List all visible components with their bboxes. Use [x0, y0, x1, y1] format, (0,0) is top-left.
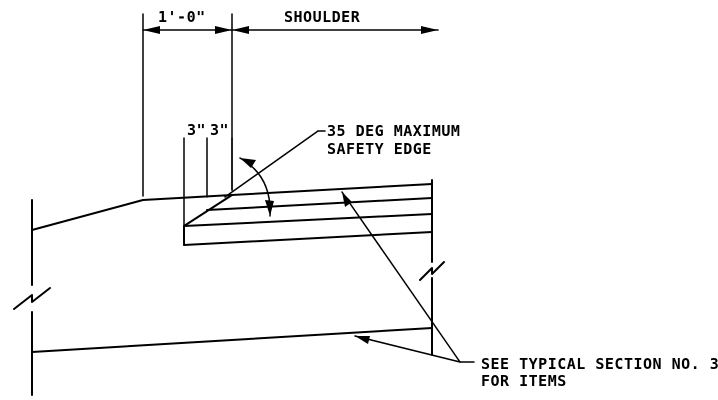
three-inch-left-label: 3"	[187, 121, 206, 139]
arrowhead-left	[143, 26, 160, 34]
arrowhead-right	[421, 26, 438, 34]
pavement-third-line	[183, 213, 433, 227]
existing-surface-line	[31, 194, 233, 231]
safety-edge-note-group: 35 DEG MAXIMUM SAFETY EDGE	[224, 122, 460, 198]
arrowhead-middle-right	[232, 26, 249, 34]
arrowhead-middle-left	[215, 26, 232, 34]
angle-arc-arrow-bottom	[265, 200, 274, 216]
pavement-top-line	[231, 183, 433, 196]
typical-section-arrow-upper	[342, 192, 352, 207]
three-inch-right-label: 3"	[210, 121, 229, 139]
typical-section-note-line2: FOR ITEMS	[481, 372, 567, 390]
typical-section-leader-upper	[341, 191, 461, 363]
typical-section-note-group: SEE TYPICAL SECTION NO. 3 FOR ITEMS	[341, 191, 718, 390]
typical-section-note-line1: SEE TYPICAL SECTION NO. 3	[481, 355, 718, 373]
safety-edge-note-line2: SAFETY EDGE	[327, 140, 432, 158]
three-inch-dimension-group: 3" 3"	[183, 121, 233, 227]
right-break-symbol	[419, 261, 445, 281]
angle-indicator-group	[239, 157, 274, 217]
top-dimension-group: 1'-0" SHOULDER	[142, 8, 439, 197]
safety-edge-leader-line	[224, 130, 319, 198]
one-foot-dimension-label: 1'-0"	[158, 8, 206, 26]
left-break-symbol	[13, 287, 51, 310]
pavement-bottom-line	[183, 231, 433, 246]
shoulder-dimension-label: SHOULDER	[284, 8, 361, 26]
angle-arc-arrow-top	[240, 158, 256, 168]
typical-section-leader-lower	[354, 335, 461, 363]
subgrade-line	[31, 327, 433, 353]
safety-edge-note-line1: 35 DEG MAXIMUM	[327, 122, 460, 140]
pavement-second-line	[206, 197, 433, 211]
safety-edge-slope	[183, 194, 233, 227]
typical-section-arrow-lower	[355, 336, 370, 344]
pavement-section-group	[13, 179, 445, 396]
